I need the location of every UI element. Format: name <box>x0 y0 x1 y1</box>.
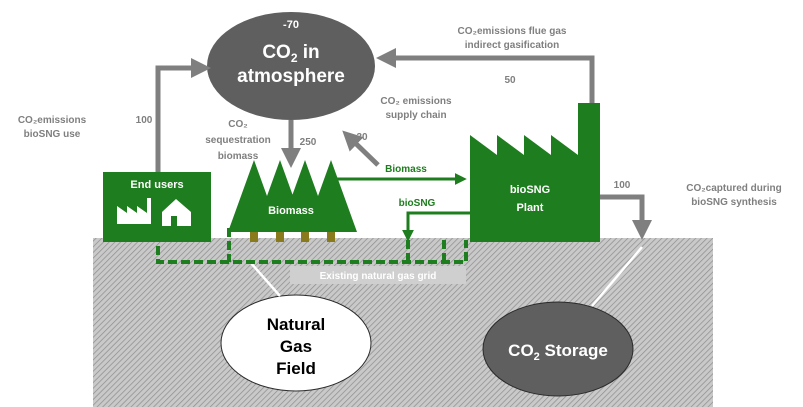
biomass-flow-label: Biomass <box>385 164 427 175</box>
gas-grid-pipeline <box>156 220 468 264</box>
seq-label-line3: biomass <box>218 151 259 162</box>
arrow-biosng-to-grid <box>402 211 470 242</box>
flue-label-line1: CO₂emissions flue gas <box>458 26 567 37</box>
factory-icon <box>117 198 151 224</box>
biosng-plant: bioSNG Plant <box>470 103 600 242</box>
biomass-label: Biomass <box>268 205 314 217</box>
arrow-supply-chain <box>342 130 380 167</box>
plant-line2: Plant <box>517 202 544 214</box>
end-users-label: End users <box>130 179 183 191</box>
gas-field-line3: Field <box>276 359 316 378</box>
plant-line1: bioSNG <box>510 184 550 196</box>
captured-label-line2: bioSNG synthesis <box>691 197 777 208</box>
use-label-line2: bioSNG use <box>24 129 81 140</box>
gas-field-connector <box>249 261 281 297</box>
biomass-trees: Biomass <box>228 160 357 242</box>
natural-gas-field: Natural Gas Field <box>220 294 372 392</box>
use-value: 100 <box>136 115 153 126</box>
gas-field-line1: Natural <box>267 315 326 334</box>
seq-label-line1: CO₂ <box>228 119 247 130</box>
end-users-box: End users <box>103 172 211 242</box>
atmosphere-value: -70 <box>283 19 299 31</box>
grid-label-bg <box>290 266 466 284</box>
green-flow-arrows <box>336 173 470 242</box>
arrow-biosng-use <box>155 58 211 172</box>
supply-value: 30 <box>356 132 368 143</box>
arrow-captured <box>600 194 652 240</box>
seq-value: 250 <box>300 137 317 148</box>
biosng-flow-label: bioSNG <box>399 198 436 209</box>
co2-storage: CO2 Storage <box>482 301 634 397</box>
co2-flow-arrows <box>155 48 652 240</box>
supply-label-line1: CO₂ emissions <box>380 96 452 107</box>
atmosphere-ellipse: -70 CO2 in atmosphere <box>207 12 375 120</box>
gas-field-line2: Gas <box>280 337 312 356</box>
captured-label-line1: CO₂captured during <box>686 183 782 194</box>
seq-label-line2: sequestration <box>205 135 271 146</box>
grid-label: Existing natural gas grid <box>320 271 437 282</box>
use-label-line1: CO₂emissions <box>18 115 87 126</box>
flue-value: 50 <box>504 75 516 86</box>
arrow-flue-gas <box>376 48 595 103</box>
house-icon <box>162 199 191 226</box>
supply-label-line2: supply chain <box>385 110 446 121</box>
co2-storage-label: CO2 Storage <box>508 341 608 363</box>
storage-connector <box>591 246 643 307</box>
flue-label-line2: indirect gasification <box>465 40 559 51</box>
atmosphere-title-line1: CO2 in <box>262 42 319 65</box>
atmosphere-title-line2: atmosphere <box>237 66 345 87</box>
captured-value: 100 <box>614 180 631 191</box>
